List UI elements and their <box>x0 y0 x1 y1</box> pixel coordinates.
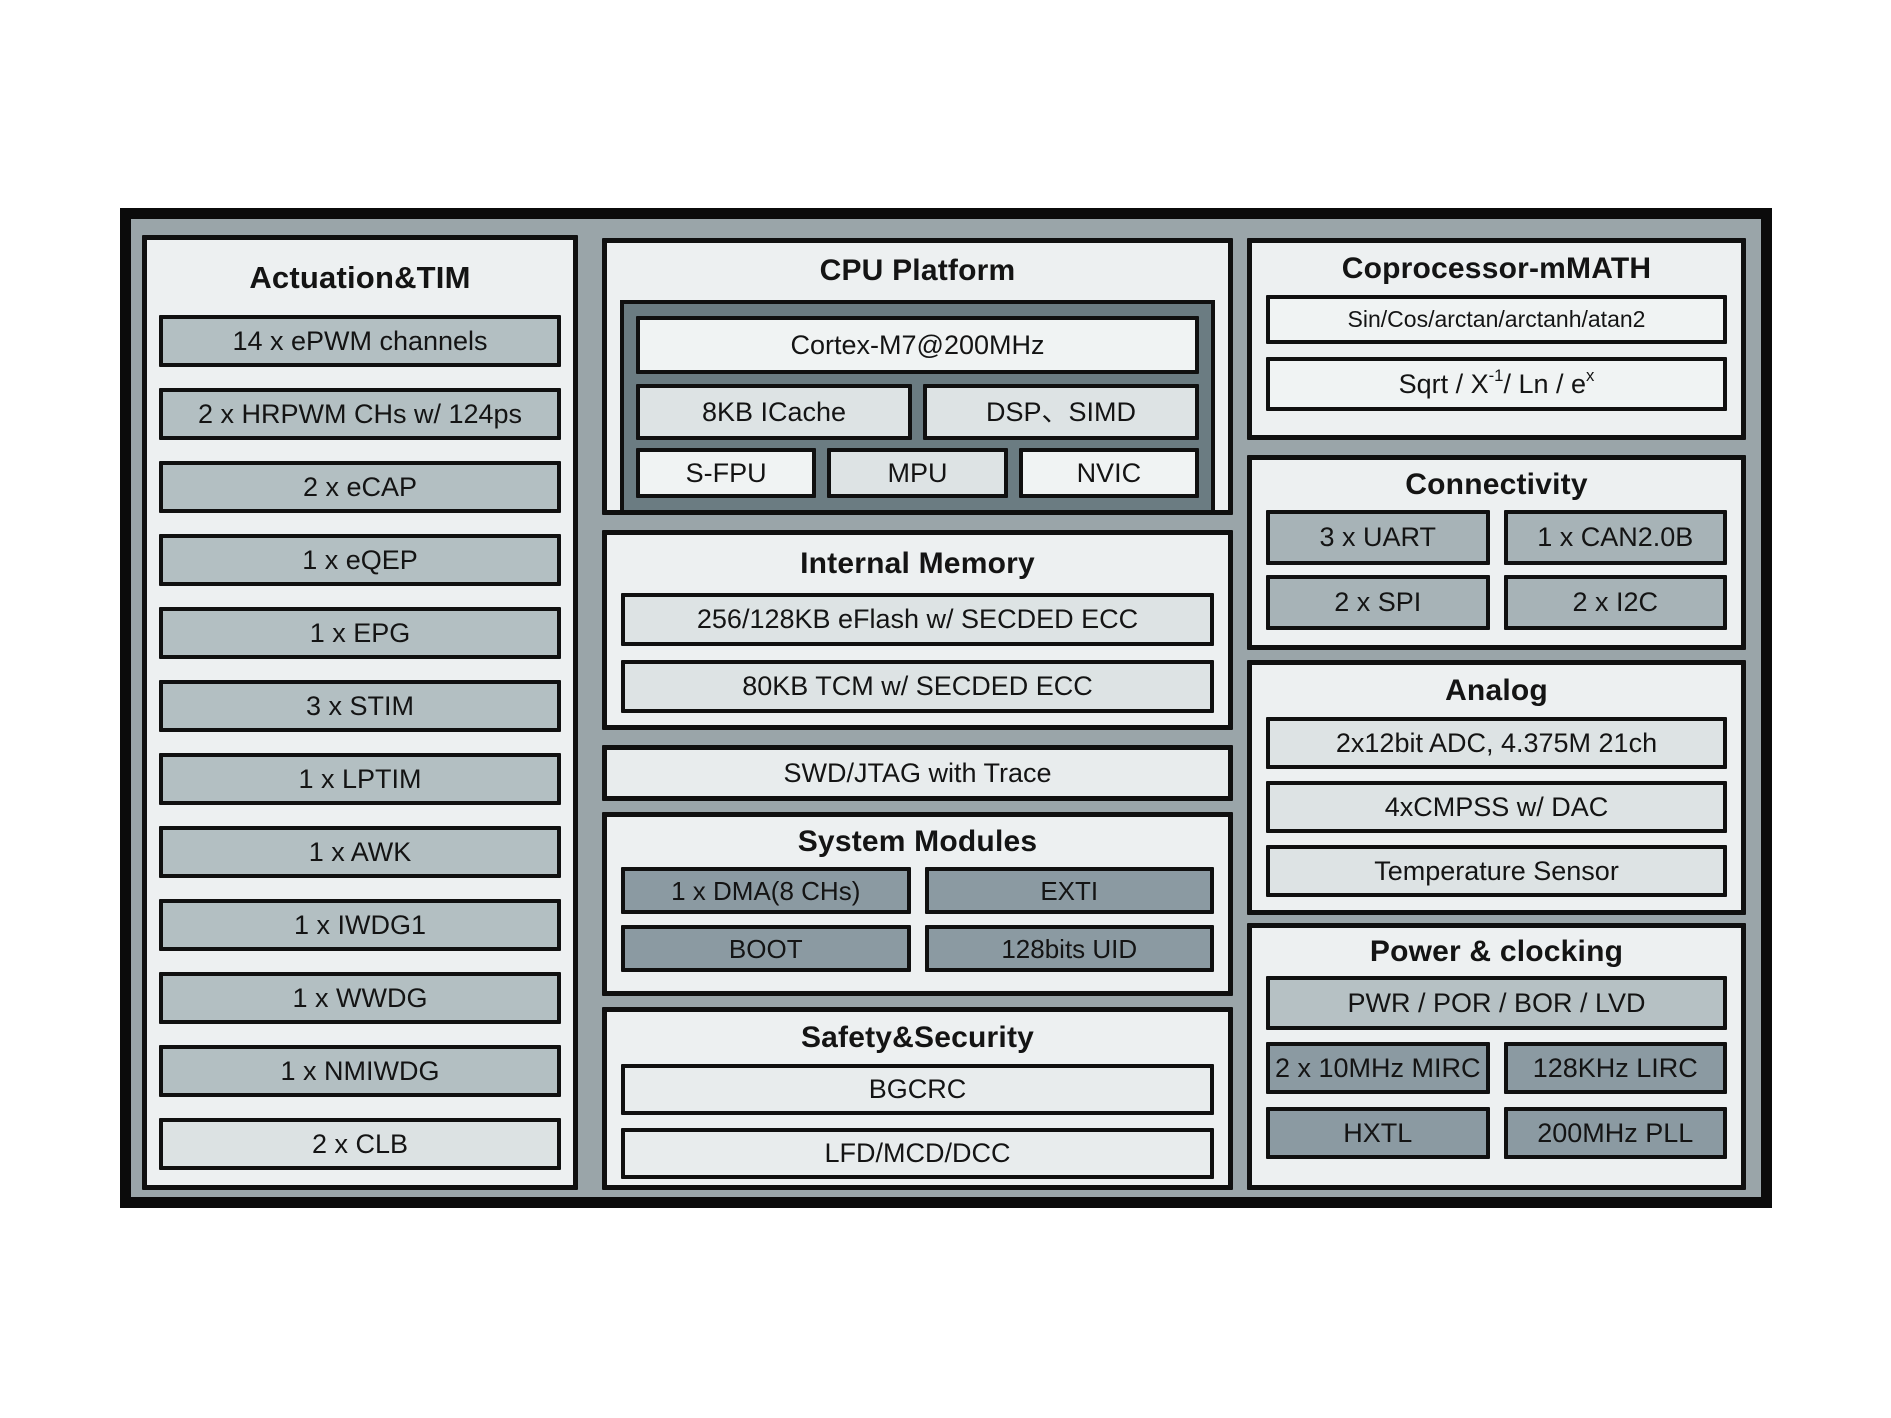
panel-cpu-platform: CPU Platform Cortex-M7@200MHz 8KB ICache… <box>602 238 1233 515</box>
cell-uid: 128bits UID <box>924 925 1214 972</box>
panel-title-memory: Internal Memory <box>800 547 1035 580</box>
box-bgcrc: BGCRC <box>621 1064 1214 1115</box>
box-cortex-core: Cortex-M7@200MHz <box>636 316 1199 374</box>
actuation-row-list: 14 x ePWM channels 2 x HRPWM CHs w/ 124p… <box>147 315 573 1170</box>
box-mpu: MPU <box>827 448 1008 498</box>
box-nvic: NVIC <box>1018 448 1199 498</box>
box-trig-functions: Sin/Cos/arctan/arctanh/atan2 <box>1266 295 1727 344</box>
panel-safety-security: Safety&Security BGCRC LFD/MCD/DCC <box>602 1007 1233 1190</box>
panel-coprocessor-mmath: Coprocessor-mMATH Sin/Cos/arctan/arctanh… <box>1247 238 1746 440</box>
cell-uart: 3 x UART <box>1266 510 1490 565</box>
row-epg: 1 x EPG <box>159 607 561 659</box>
box-dsp-simd: DSP、SIMD <box>923 384 1199 440</box>
box-adc: 2x12bit ADC, 4.375M 21ch <box>1266 717 1727 769</box>
cpu-core-container: Cortex-M7@200MHz 8KB ICache DSP、SIMD S-F… <box>620 300 1215 514</box>
box-cmpss: 4xCMPSS w/ DAC <box>1266 781 1727 833</box>
sqrt-label-part: Sqrt / X <box>1398 368 1489 399</box>
sqrt-label-part: / Ln / e <box>1503 368 1587 399</box>
panel-title-connectivity: Connectivity <box>1405 468 1588 501</box>
row-awk: 1 x AWK <box>159 826 561 878</box>
cell-can: 1 x CAN2.0B <box>1503 510 1727 565</box>
panel-debug-trace: SWD/JTAG with Trace <box>602 745 1233 801</box>
panel-title-actuation: Actuation&TIM <box>249 259 471 295</box>
cell-lirc: 128KHz LIRC <box>1503 1042 1727 1094</box>
box-swd-jtag: SWD/JTAG with Trace <box>783 757 1052 788</box>
row-iwdg1: 1 x IWDG1 <box>159 899 561 951</box>
row-wwdg: 1 x WWDG <box>159 972 561 1024</box>
panel-connectivity: Connectivity 3 x UART 1 x CAN2.0B 2 x SP… <box>1247 455 1746 650</box>
panel-title-system: System Modules <box>797 825 1038 858</box>
cell-hxtl: HXTL <box>1266 1107 1490 1159</box>
row-ecap: 2 x eCAP <box>159 461 561 513</box>
chip-block-diagram: Actuation&TIM 14 x ePWM channels 2 x HRP… <box>120 208 1772 1208</box>
panel-title-analog: Analog <box>1445 674 1548 707</box>
box-eflash: 256/128KB eFlash w/ SECDED ECC <box>621 593 1214 646</box>
panel-power-clocking: Power & clocking PWR / POR / BOR / LVD 2… <box>1247 923 1746 1190</box>
cell-dma: 1 x DMA(8 CHs) <box>621 867 911 914</box>
row-nmiwdg: 1 x NMIWDG <box>159 1045 561 1097</box>
cell-boot: BOOT <box>621 925 911 972</box>
box-tcm: 80KB TCM w/ SECDED ECC <box>621 660 1214 713</box>
panel-internal-memory: Internal Memory 256/128KB eFlash w/ SECD… <box>602 530 1233 730</box>
row-eqep: 1 x eQEP <box>159 534 561 586</box>
panel-analog: Analog 2x12bit ADC, 4.375M 21ch 4xCMPSS … <box>1247 660 1746 915</box>
panel-title-safety: Safety&Security <box>800 1021 1035 1054</box>
panel-title-coprocessor: Coprocessor-mMATH <box>1341 252 1652 285</box>
panel-title-power: Power & clocking <box>1369 935 1624 968</box>
box-lfd-mcd-dcc: LFD/MCD/DCC <box>621 1128 1214 1179</box>
panel-actuation-tim: Actuation&TIM 14 x ePWM channels 2 x HRP… <box>142 235 578 1190</box>
box-pwr-por-bor-lvd: PWR / POR / BOR / LVD <box>1266 976 1727 1030</box>
cell-mirc: 2 x 10MHz MIRC <box>1266 1042 1490 1094</box>
box-icache: 8KB ICache <box>636 384 912 440</box>
row-lptim: 1 x LPTIM <box>159 753 561 805</box>
row-hrpwm: 2 x HRPWM CHs w/ 124ps <box>159 388 561 440</box>
panel-title-cpu: CPU Platform <box>819 253 1016 287</box>
row-clb: 2 x CLB <box>159 1118 561 1170</box>
row-stim: 3 x STIM <box>159 680 561 732</box>
panel-system-modules: System Modules 1 x DMA(8 CHs) EXTI BOOT … <box>602 812 1233 996</box>
row-epwm-channels: 14 x ePWM channels <box>159 315 561 367</box>
cell-spi: 2 x SPI <box>1266 575 1490 630</box>
cell-exti: EXTI <box>924 867 1214 914</box>
cell-i2c: 2 x I2C <box>1503 575 1727 630</box>
box-temp-sensor: Temperature Sensor <box>1266 845 1727 897</box>
cell-pll: 200MHz PLL <box>1503 1107 1727 1159</box>
box-sfpu: S-FPU <box>636 448 817 498</box>
